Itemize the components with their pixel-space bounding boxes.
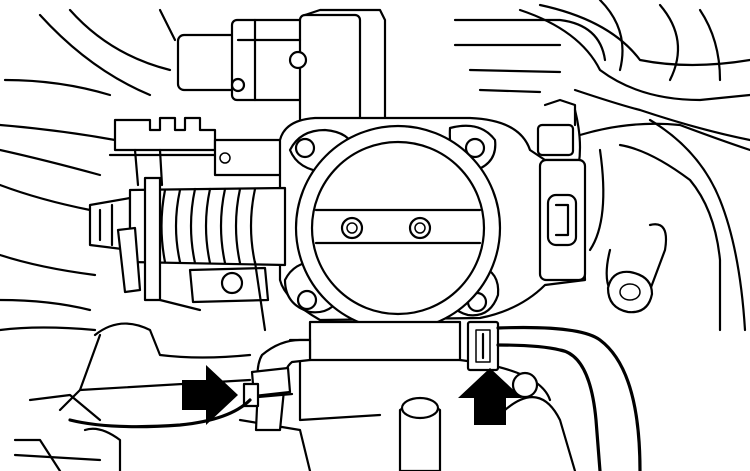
sensor-connector: [68, 320, 642, 471]
elbow-hose: [605, 223, 668, 314]
vacuum-hose-with-clamp: [242, 338, 312, 432]
throttle-position-sensor: [536, 98, 587, 282]
wiring-harness: [518, 0, 750, 332]
throttle-cable-bracket: [108, 116, 292, 177]
throttle-linkage-spring: [88, 148, 287, 332]
intake-lower: [13, 320, 577, 471]
background-hoses: [0, 8, 607, 332]
arrow-up-connector: [458, 368, 522, 425]
idle-air-control-valve: [176, 8, 387, 127]
throttle-body-housing: [278, 116, 587, 332]
arrow-right-hose-clamp: [182, 365, 238, 425]
callout-arrows: [182, 365, 522, 425]
